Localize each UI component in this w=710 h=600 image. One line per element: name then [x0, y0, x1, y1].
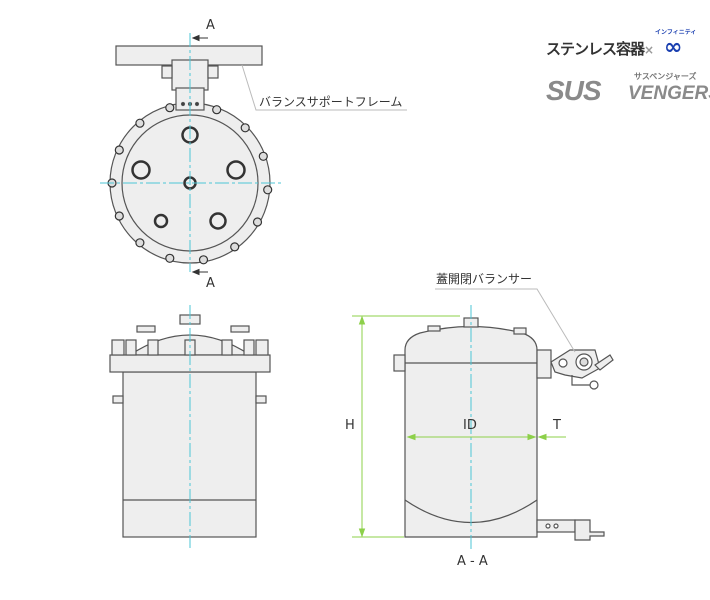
logo-line1: ステンレス容器×: [546, 40, 654, 58]
clamp-knob: [230, 242, 240, 252]
lid-balancer-label: 蓋開閉バランサー: [436, 272, 533, 286]
thickness-label: T: [553, 418, 561, 433]
clamp-knob: [258, 151, 268, 161]
clamp-knob: [114, 211, 124, 221]
dimension-lines: [352, 315, 566, 538]
lid-balancer-bracket: [536, 349, 552, 379]
clamp-knob: [165, 253, 175, 263]
section-arrows: [191, 34, 208, 276]
clamp-knob: [252, 217, 263, 227]
clamp-knob: [212, 105, 222, 115]
logo-vengers-kana: サスペンジャーズ: [634, 72, 697, 81]
centerlines: [100, 33, 472, 550]
inner-diameter-label: ID: [463, 418, 477, 433]
clamp-knob: [135, 238, 145, 248]
balance-frame-label: バランスサポートフレーム: [259, 95, 403, 109]
clamp-knob: [263, 185, 273, 195]
clamp-knob: [198, 255, 209, 265]
lid-balancer: [550, 349, 601, 379]
clamp-knob: [165, 103, 175, 113]
section-view: [393, 317, 614, 541]
leader-lines: [241, 64, 576, 353]
clamp-knob: [240, 123, 250, 133]
logo-sus: SUS: [546, 75, 602, 106]
logo-vengers: VENGERS: [628, 83, 710, 104]
section-label-top: A: [206, 18, 215, 33]
logo-infinity-kana: インフィニティ: [655, 29, 697, 36]
clamp-knob: [114, 145, 124, 155]
section-view-label: A - A: [457, 554, 488, 569]
infinity-icon: ∞: [664, 35, 683, 60]
clamp-knob: [135, 118, 145, 128]
height-label: H: [345, 418, 355, 433]
section-label-bottom: A: [206, 276, 215, 291]
